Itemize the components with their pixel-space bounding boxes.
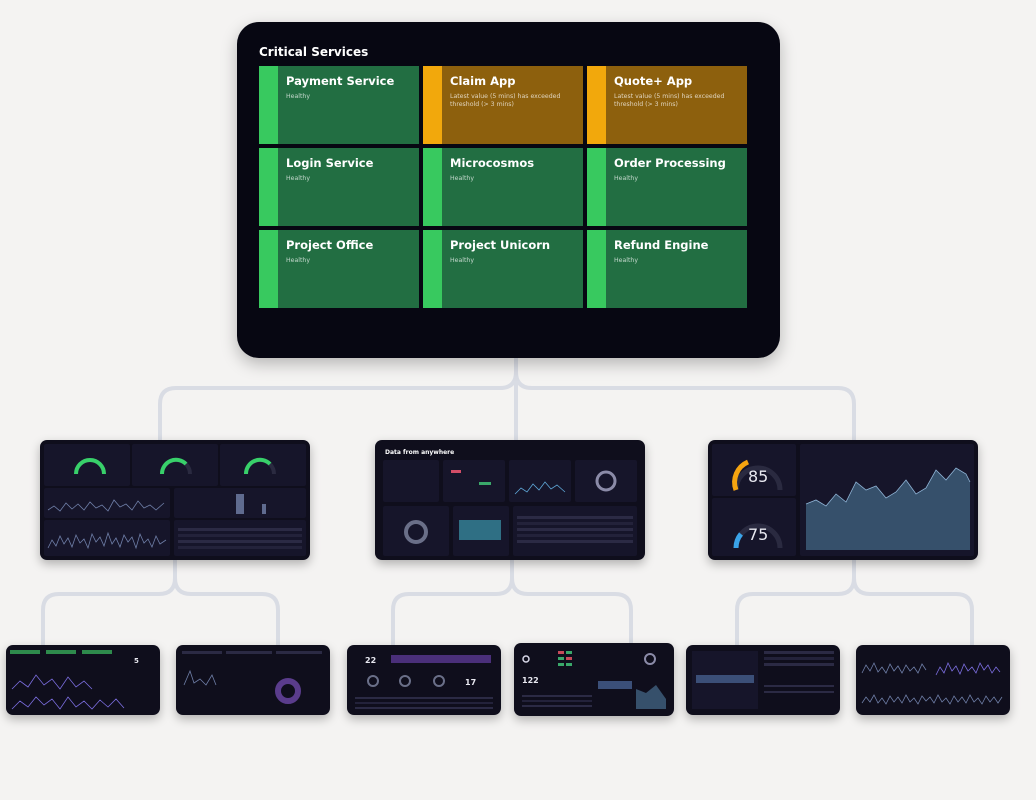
status-stripe (259, 66, 278, 144)
dashboard-preview: Data from anywhere (383, 449, 637, 556)
service-status: Healthy (614, 175, 638, 182)
service-name: Claim App (450, 74, 516, 88)
dashboard-preview: 5 (10, 650, 139, 710)
dashboard-preview (692, 651, 834, 709)
dashboard-thumbnail-l3-5[interactable] (686, 645, 840, 715)
service-tile-quote-app[interactable]: Quote+ App Latest value (5 mins) has exc… (587, 66, 747, 144)
stat-value: 5 (134, 657, 139, 665)
status-stripe (423, 230, 442, 308)
dashboard-thumbnail-gauges[interactable]: 85 75 (708, 440, 978, 560)
gauge-value-blue: 75 (748, 525, 768, 544)
status-stripe (259, 148, 278, 226)
service-status: Healthy (450, 257, 474, 264)
status-stripe (423, 66, 442, 144)
service-tile-order-processing[interactable]: Order Processing Healthy (587, 148, 747, 226)
dashboard-thumbnail-l3-3[interactable]: 22 17 (347, 645, 501, 715)
service-tile-payment-service[interactable]: Payment Service Healthy (259, 66, 419, 144)
service-name: Project Office (286, 238, 374, 252)
gauge-value-orange: 85 (748, 467, 768, 486)
dashboard-preview (44, 444, 306, 556)
stat-value: 22 (365, 656, 376, 665)
dashboard-thumbnail-l3-1[interactable]: 5 (6, 645, 160, 715)
service-status: Healthy (286, 175, 310, 182)
dashboard-thumbnail-l3-4[interactable]: 122 (514, 643, 674, 716)
service-tile-microcosmos[interactable]: Microcosmos Healthy (423, 148, 583, 226)
service-tile-login-service[interactable]: Login Service Healthy (259, 148, 419, 226)
service-status: Healthy (614, 257, 638, 264)
dashboard-preview: 22 17 (355, 655, 493, 709)
service-status: Latest value (5 mins) has exceeded thres… (450, 93, 561, 108)
service-tile-project-office[interactable]: Project Office Healthy (259, 230, 419, 308)
service-name: Order Processing (614, 156, 726, 170)
status-stripe (587, 148, 606, 226)
dashboard-thumbnail-l3-6[interactable] (856, 645, 1010, 715)
status-stripe (423, 148, 442, 226)
stat-value: 122 (522, 676, 539, 685)
service-status: Healthy (286, 93, 310, 100)
service-tile-grid: Payment Service Healthy Claim App Latest… (259, 66, 747, 308)
service-tile-claim-app[interactable]: Claim App Latest value (5 mins) has exce… (423, 66, 583, 144)
status-stripe (259, 230, 278, 308)
dashboard-preview: 122 (522, 651, 666, 709)
service-status: Latest value (5 mins) has exceeded thres… (614, 93, 725, 108)
service-name: Login Service (286, 156, 374, 170)
critical-services-panel: Critical Services Payment Service Health… (237, 22, 780, 358)
stat-value: 17 (465, 678, 476, 687)
dashboard-thumbnail-availability[interactable] (40, 440, 310, 560)
dashboard-thumbnail-l3-2[interactable] (176, 645, 330, 715)
dashboard-title: Data from anywhere (385, 449, 454, 456)
service-name: Refund Engine (614, 238, 709, 252)
status-stripe (587, 230, 606, 308)
service-name: Microcosmos (450, 156, 535, 170)
service-status: Healthy (286, 257, 310, 264)
dashboard-preview (182, 651, 322, 704)
status-stripe (587, 66, 606, 144)
service-status: Healthy (450, 175, 474, 182)
dashboard-preview (861, 662, 1003, 705)
service-name: Payment Service (286, 74, 395, 88)
service-name: Quote+ App (614, 74, 693, 88)
panel-title: Critical Services (259, 45, 369, 59)
dashboard-thumbnail-data-from-anywhere[interactable]: Data from anywhere (375, 440, 645, 560)
service-tile-project-unicorn[interactable]: Project Unicorn Healthy (423, 230, 583, 308)
service-name: Project Unicorn (450, 238, 551, 252)
service-tile-refund-engine[interactable]: Refund Engine Healthy (587, 230, 747, 308)
dashboard-preview: 85 75 (712, 444, 974, 556)
